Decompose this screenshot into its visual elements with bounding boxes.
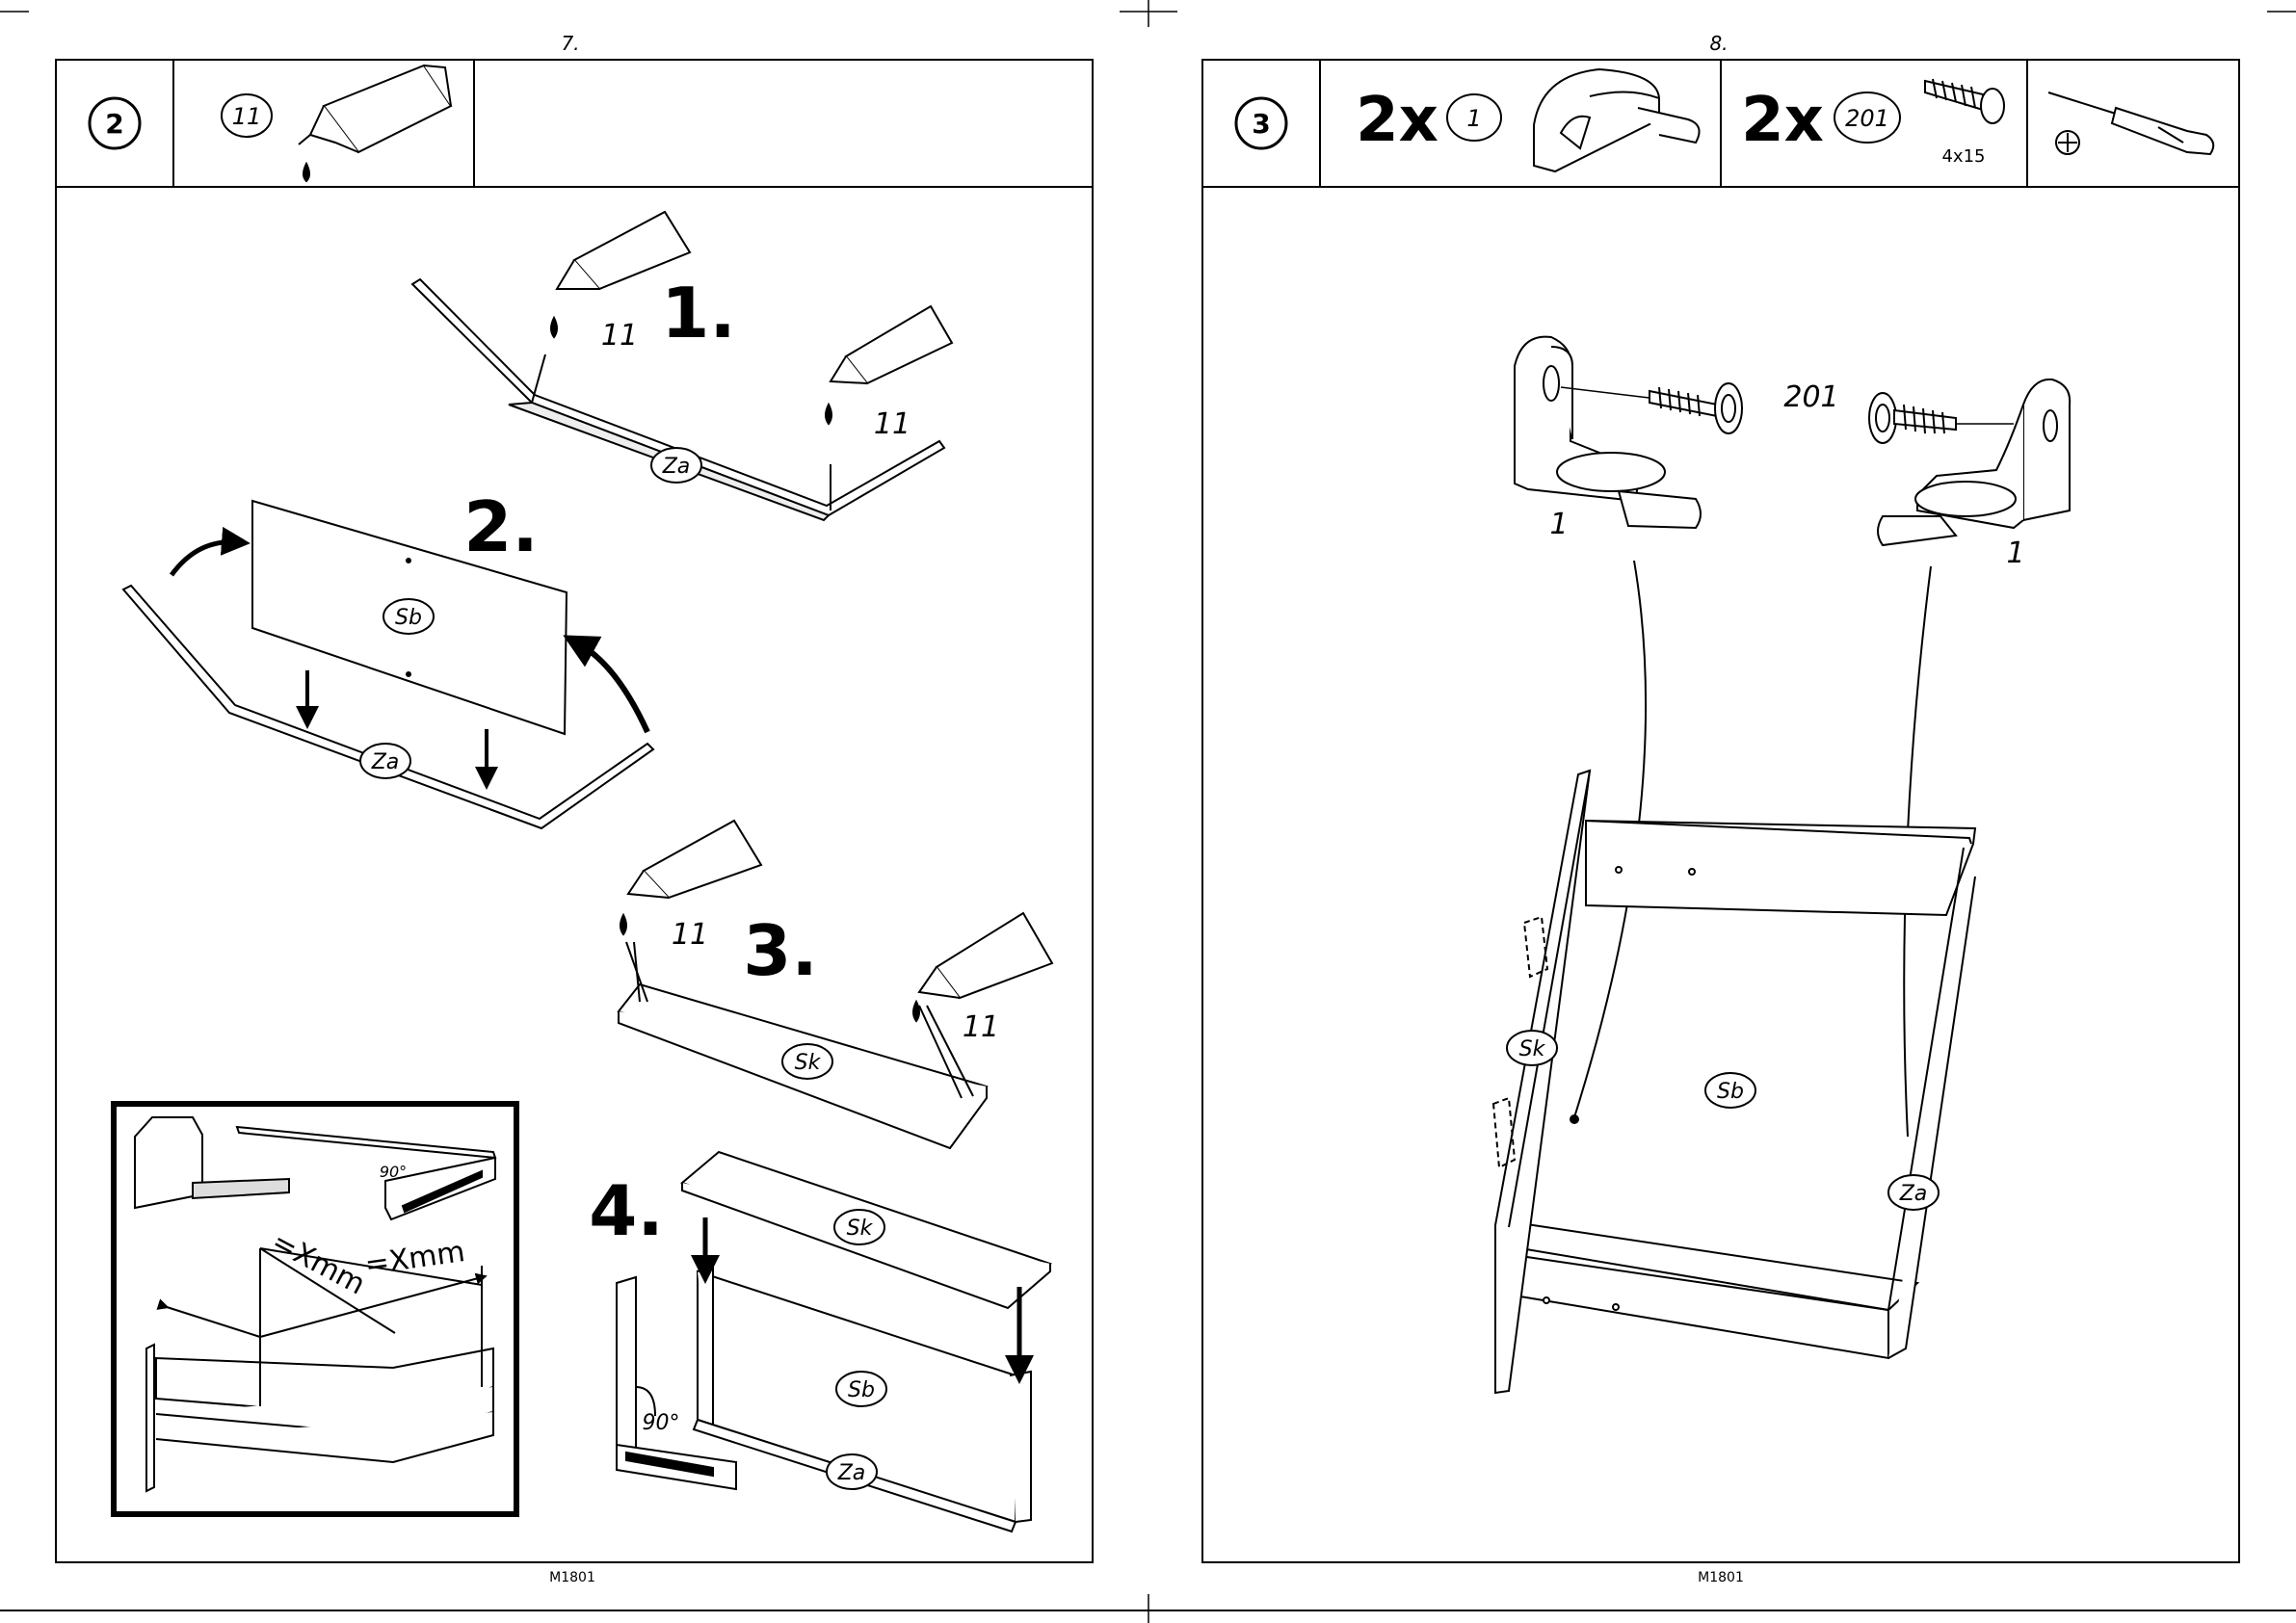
page-number: 8. xyxy=(1709,32,1728,55)
part-label-sk: Sk xyxy=(1519,1037,1546,1061)
part-label-za: Za xyxy=(837,1461,866,1485)
glue-label: 11 xyxy=(601,319,638,353)
part-label-za: Za xyxy=(1899,1182,1928,1206)
screwdriver-icon xyxy=(2048,92,2213,154)
part-label-sk: Sk xyxy=(795,1051,822,1075)
inset-angle-label: 90° xyxy=(380,1163,407,1181)
substep-2-label: 2. xyxy=(463,486,538,567)
page-number: 7. xyxy=(561,32,579,55)
angle-label: 90° xyxy=(643,1411,680,1435)
glue-label: 11 xyxy=(874,407,910,441)
step-number: 3 xyxy=(1252,108,1270,140)
substep-3-label: 3. xyxy=(743,910,817,991)
glue-tube-icon xyxy=(826,306,952,424)
substep-2-drawing xyxy=(123,501,653,828)
screw-right-drawing xyxy=(1869,393,2014,443)
part-ref: 11 xyxy=(232,103,262,130)
glue-label: 11 xyxy=(672,918,708,952)
screw-size: 4x15 xyxy=(1941,146,1985,167)
substep-4-label: 4. xyxy=(589,1170,663,1251)
part-ref: 201 xyxy=(1845,105,1889,132)
page-frame xyxy=(1202,60,2239,1562)
step-number: 2 xyxy=(105,108,123,140)
bracket-right-drawing xyxy=(1878,380,2070,545)
part-label-za: Za xyxy=(662,455,691,479)
part-label-sk: Sk xyxy=(847,1217,874,1241)
part-label-sb: Sb xyxy=(848,1378,875,1402)
part-label-sb: Sb xyxy=(1717,1080,1744,1104)
bracket-label: 1 xyxy=(2006,537,2024,570)
bracket-icon xyxy=(1534,69,1700,171)
part-label-za: Za xyxy=(371,750,400,774)
bracket-left-drawing xyxy=(1515,337,1701,528)
screw-icon xyxy=(1925,79,2004,123)
substep-3-drawing xyxy=(619,821,1052,1148)
screw-left-drawing xyxy=(1649,383,1742,433)
screw-label: 201 xyxy=(1783,380,1838,414)
footer-code: M1801 xyxy=(1698,1570,1744,1585)
substep-1-label: 1. xyxy=(661,273,735,353)
bracket-label: 1 xyxy=(1549,508,1568,541)
glue-tube-icon xyxy=(913,913,1052,1021)
part-quantity: 2x xyxy=(1741,85,1824,156)
glue-label: 11 xyxy=(963,1010,999,1044)
part-label-sb: Sb xyxy=(395,606,422,630)
part-ref: 1 xyxy=(1466,105,1481,132)
footer-code: M1801 xyxy=(549,1570,595,1585)
part-quantity: 2x xyxy=(1356,85,1438,156)
glue-tube-icon xyxy=(299,65,451,181)
